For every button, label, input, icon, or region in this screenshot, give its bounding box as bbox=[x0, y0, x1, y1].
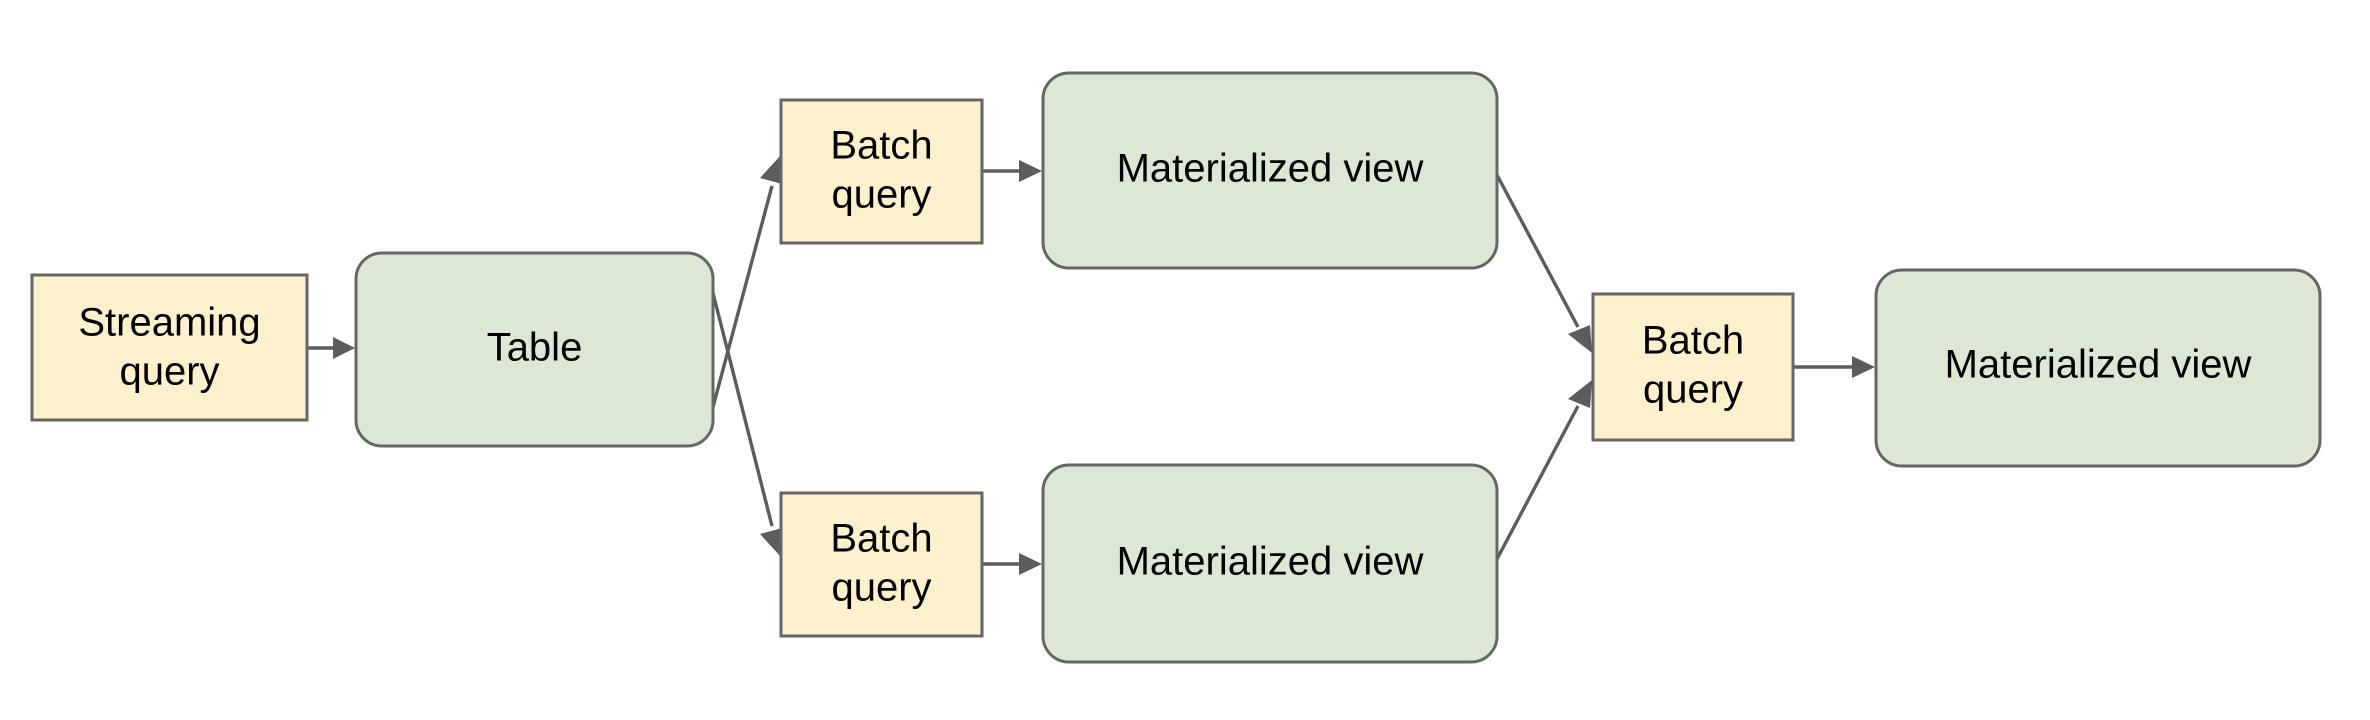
materialized-view-top-box[interactable] bbox=[1041, 71, 1499, 270]
batch-query-top-label-line1: Batch bbox=[830, 124, 932, 168]
streaming-query-label-line2: query bbox=[119, 350, 219, 394]
table-box[interactable] bbox=[354, 251, 715, 448]
node-layer: Streaming query Table Batch query Materi… bbox=[30, 71, 2322, 664]
batch-query-bottom-box[interactable] bbox=[779, 491, 984, 638]
node-table[interactable]: Table bbox=[354, 251, 715, 448]
edge-materialized-view-top-to-batch-query-center bbox=[1495, 174, 1592, 353]
node-materialized-view-right[interactable]: Materialized view bbox=[1874, 268, 2322, 468]
edge-batch-query-center-to-materialized-view-right bbox=[1794, 356, 1875, 378]
materialized-view-bottom-label: Materialized view bbox=[1117, 540, 1424, 584]
node-batch-query-center[interactable]: Batch query bbox=[1591, 292, 1795, 442]
table-label: Table bbox=[487, 326, 583, 370]
batch-query-bottom-label-line2: query bbox=[831, 566, 931, 610]
edge-table-to-batch-query-top bbox=[711, 156, 782, 408]
edge-streaming-query-to-table bbox=[308, 337, 355, 359]
node-batch-query-top[interactable]: Batch query bbox=[779, 98, 984, 245]
batch-query-center-label-line2: query bbox=[1643, 368, 1743, 412]
node-materialized-view-top[interactable]: Materialized view bbox=[1041, 71, 1499, 270]
streaming-query-box[interactable] bbox=[30, 273, 309, 422]
batch-query-bottom-label-line1: Batch bbox=[830, 517, 932, 561]
batch-query-center-label-line1: Batch bbox=[1642, 319, 1744, 363]
edge-batch-query-top-to-materialized-view-top bbox=[983, 160, 1042, 182]
materialized-view-top-label: Materialized view bbox=[1117, 147, 1424, 191]
materialized-view-right-box[interactable] bbox=[1874, 268, 2322, 468]
edge-batch-query-bottom-to-materialized-view-bottom bbox=[982, 553, 1042, 575]
edge-materialized-view-bottom-to-batch-query-center bbox=[1495, 380, 1592, 560]
batch-query-center-box[interactable] bbox=[1591, 292, 1795, 442]
streaming-query-label-line1: Streaming bbox=[78, 301, 260, 345]
batch-query-top-box[interactable] bbox=[779, 98, 984, 245]
batch-query-top-label-line2: query bbox=[831, 173, 931, 217]
edge-table-to-batch-query-bottom bbox=[711, 292, 782, 556]
materialized-view-right-label: Materialized view bbox=[1945, 343, 2252, 387]
node-materialized-view-bottom[interactable]: Materialized view bbox=[1041, 463, 1499, 664]
node-batch-query-bottom[interactable]: Batch query bbox=[779, 491, 984, 638]
materialized-view-bottom-box[interactable] bbox=[1041, 463, 1499, 664]
node-streaming-query[interactable]: Streaming query bbox=[30, 273, 309, 422]
edge-layer bbox=[308, 156, 1875, 575]
